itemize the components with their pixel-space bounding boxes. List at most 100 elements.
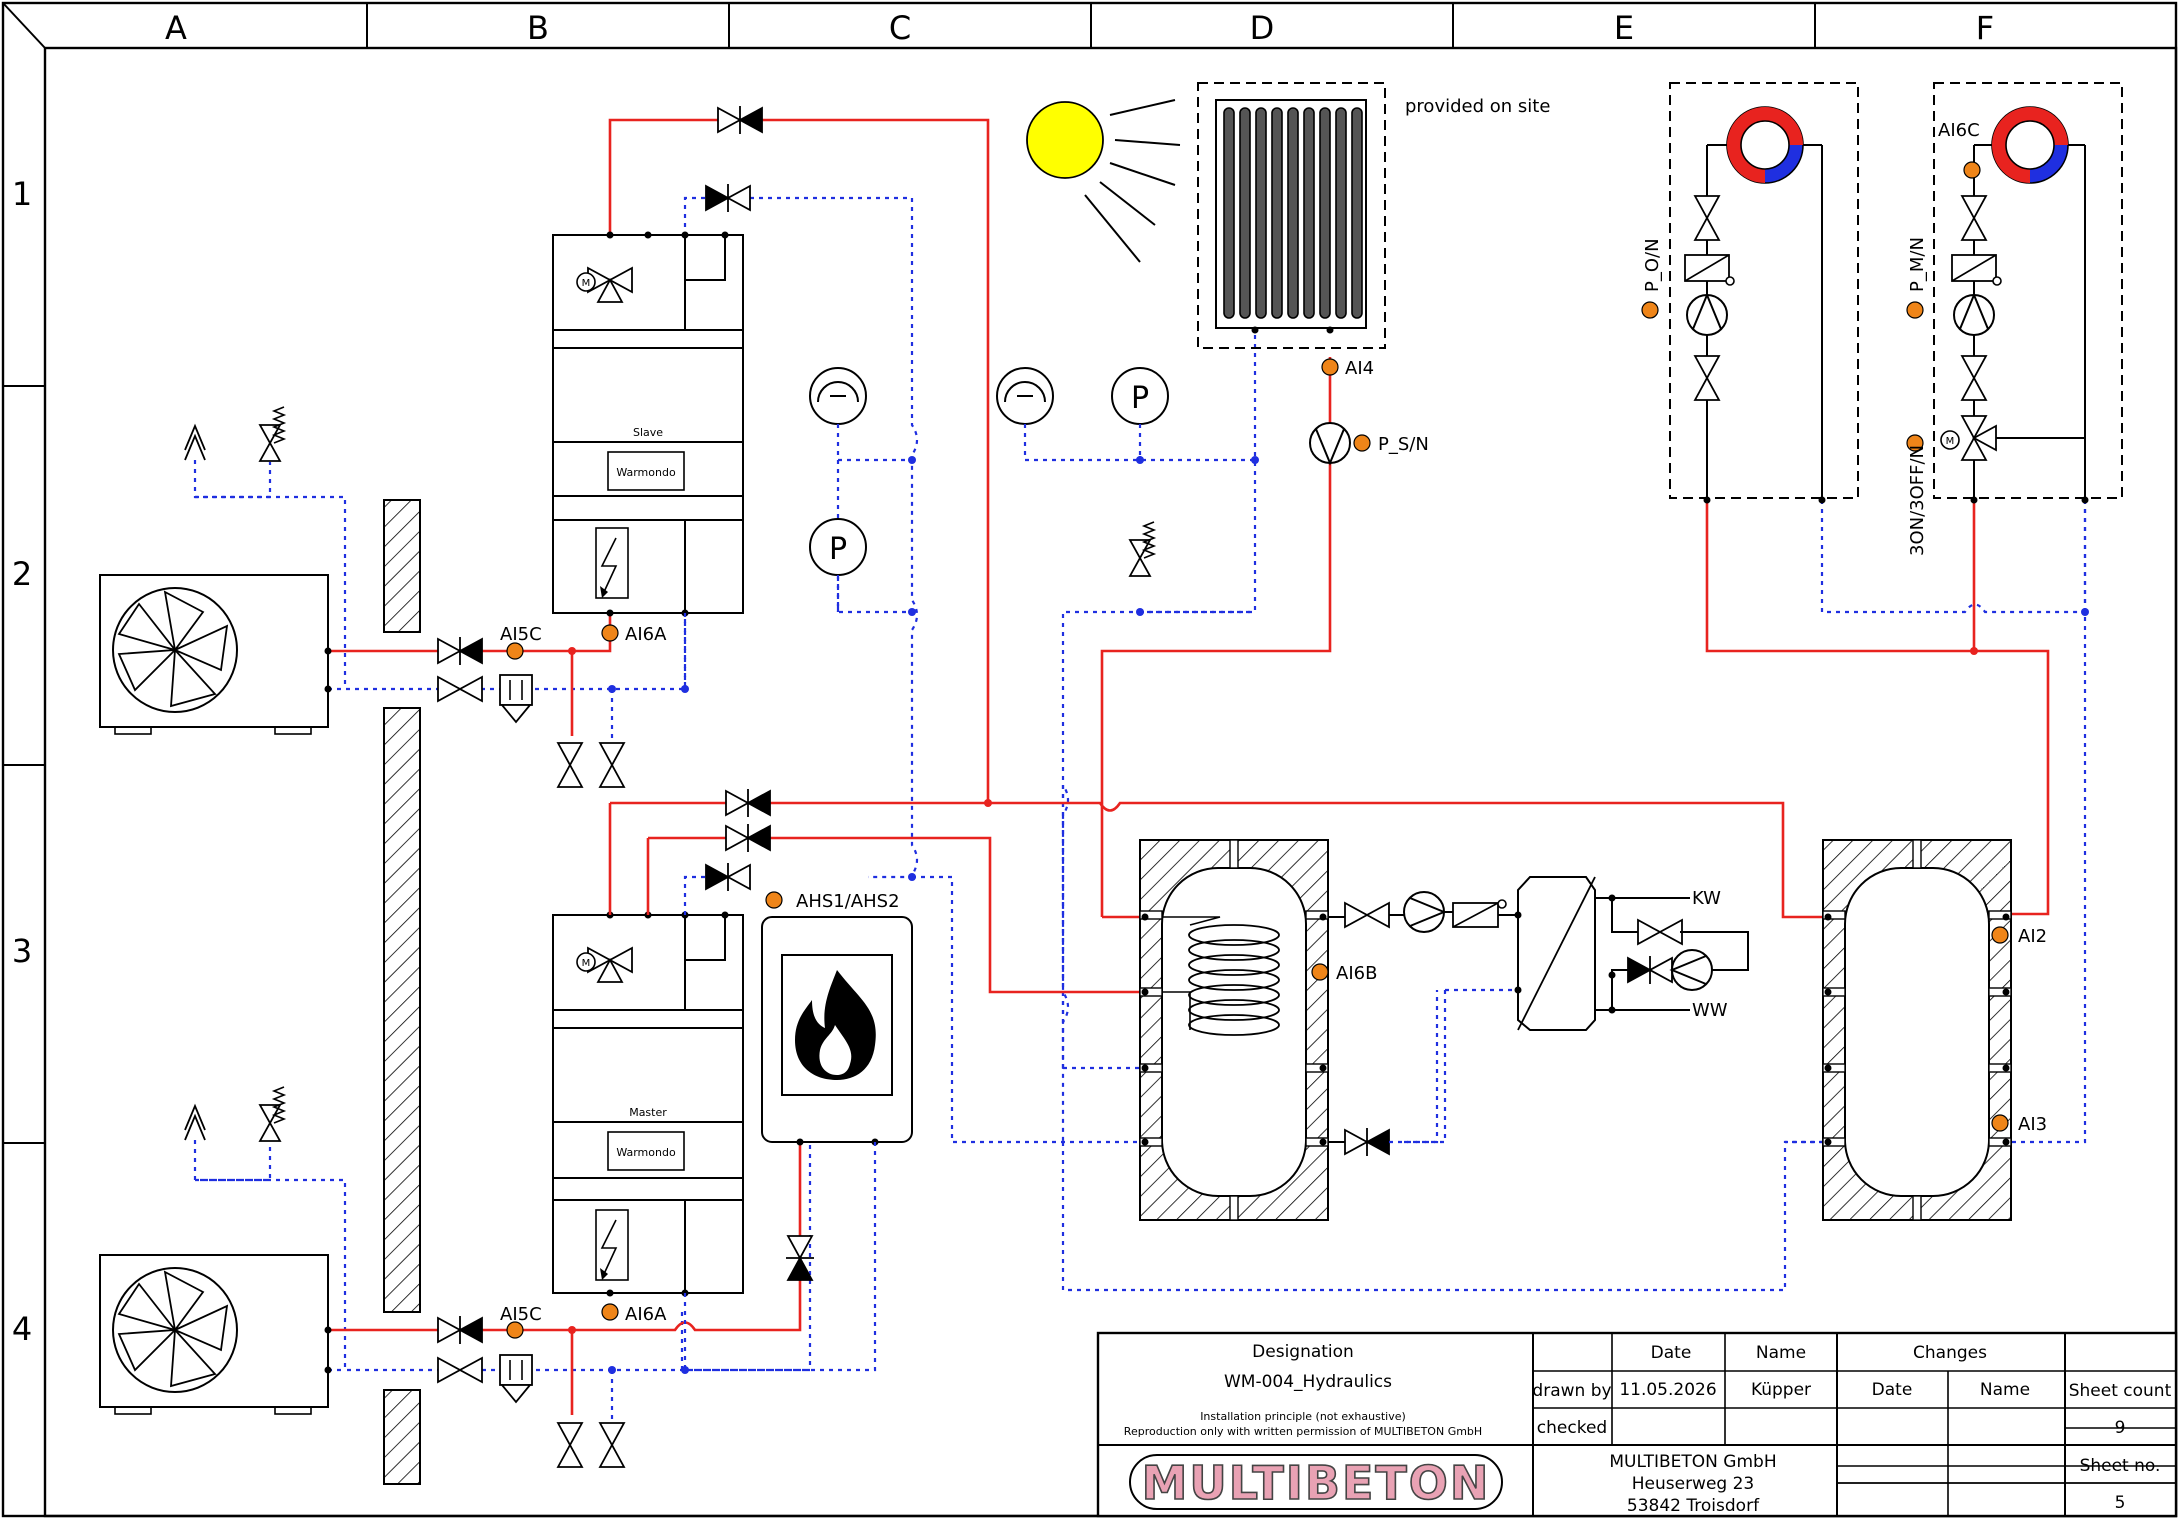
sensor-ai2 <box>1991 926 2009 944</box>
pressure-gauge-label: P <box>829 532 847 567</box>
drain-valve-icon <box>557 1422 583 1468</box>
label-ai6b: AI6B <box>1336 963 1377 984</box>
drain-valve-icon <box>599 742 625 788</box>
grid-column-e: E <box>1614 9 1634 47</box>
thermometer-gauge-icon <box>809 367 867 425</box>
circulation-pump-icon <box>1671 949 1713 991</box>
safety-valve-icon <box>1129 521 1155 577</box>
company-street: Heuserweg 23 <box>1632 1474 1755 1494</box>
drain-valve-icon <box>599 1422 625 1468</box>
name-header: Name <box>1756 1343 1806 1363</box>
label-ahs: AHS1/AHS2 <box>796 891 900 912</box>
label-ai5c-top: AI5C <box>500 624 542 645</box>
svg-text:MULTIBETON: MULTIBETON <box>1142 1456 1491 1510</box>
ball-valve-icon <box>1344 902 1390 928</box>
provided-on-site-label: provided on site <box>1405 96 1550 117</box>
company-name: MULTIBETON GmbH <box>1609 1452 1776 1472</box>
supply-pipes <box>328 118 2050 1415</box>
grid-row-3: 3 <box>12 932 32 970</box>
grid-column-d: D <box>1250 9 1275 47</box>
ball-valve-icon <box>1637 919 1683 945</box>
sensor-p-sn <box>1353 434 1371 452</box>
ball-valve-icon <box>437 1357 483 1383</box>
pressure-gauge-label: P <box>1131 381 1149 416</box>
sensor-ai5c-top <box>506 642 524 660</box>
date-header: Date <box>1651 1343 1692 1363</box>
drawn-name: Küpper <box>1751 1380 1811 1400</box>
grid-column-f: F <box>1976 9 1994 47</box>
fresh-water-station <box>1514 876 1616 1031</box>
drawn-by-label: drawn by <box>1532 1381 1611 1401</box>
filter-icon <box>499 1354 533 1404</box>
sheet-count-value: 9 <box>2115 1418 2126 1438</box>
grid-column-c: C <box>889 9 911 47</box>
label-p-mn: P_M/N <box>1907 237 1928 292</box>
dhw-storage-tank <box>1139 839 1329 1221</box>
buffer-tank <box>1822 839 2012 1221</box>
building-wall <box>383 499 421 1485</box>
label-on-off: 3ON/3OFF/N <box>1907 445 1928 556</box>
warmondo-label: Warmondo <box>616 466 676 479</box>
drain-valve-icon <box>557 742 583 788</box>
sensor-ai6b <box>1311 963 1329 981</box>
label-ai2: AI2 <box>2018 926 2047 947</box>
sensor-ai6a-top <box>601 624 619 642</box>
designation-value: WM-004_Hydraulics <box>1224 1372 1392 1392</box>
grid-row-1: 1 <box>12 175 32 213</box>
sensor-on-off <box>1906 434 1924 452</box>
label-p-on: P_O/N <box>1642 238 1663 292</box>
heating-circuit-1 <box>1669 82 1859 504</box>
sensor-ai4 <box>1321 358 1339 376</box>
check-valve-icon <box>725 788 771 818</box>
sensor-ai6c <box>1963 161 1981 179</box>
check-valve-icon <box>1627 955 1673 985</box>
sheet-count-label: Sheet count <box>2069 1381 2172 1401</box>
indoor-unit-master: M <box>552 911 744 1297</box>
company-city: 53842 Troisdorf <box>1627 1496 1760 1516</box>
sheet-no-value: 5 <box>2115 1493 2126 1513</box>
solar-pump-icon <box>1309 422 1351 464</box>
sensor-ai3 <box>1991 1114 2009 1132</box>
label-ai6a-bottom: AI6A <box>625 1304 667 1325</box>
sensor-ai5c-bottom <box>506 1321 524 1339</box>
label-ai3: AI3 <box>2018 1114 2047 1135</box>
indoor-unit-slave: M <box>552 231 744 617</box>
check-valve-icon <box>705 183 751 213</box>
warmondo-label: Warmondo <box>616 1146 676 1159</box>
check-valve-icon <box>705 862 751 892</box>
sensor-p-mn <box>1906 301 1924 319</box>
label-ai6a-top: AI6A <box>625 624 667 645</box>
grid-row-2: 2 <box>12 555 32 593</box>
thermometer-gauge-icon <box>996 367 1054 425</box>
check-valve-icon <box>437 636 483 666</box>
svg-text:M: M <box>582 958 591 969</box>
checked-label: checked <box>1537 1418 1607 1438</box>
multibeton-logo: MULTIBETON <box>1129 1454 1503 1511</box>
label-ai5c-bottom: AI5C <box>500 1304 542 1325</box>
svg-text:M: M <box>582 278 591 289</box>
grid-row-4: 4 <box>12 1310 32 1348</box>
master-label: Master <box>629 1106 667 1119</box>
label-ai4: AI4 <box>1345 358 1374 379</box>
designation-label: Designation <box>1252 1342 1354 1362</box>
note-line-1: Installation principle (not exhaustive) <box>1200 1410 1406 1423</box>
changes-date-header: Date <box>1872 1380 1913 1400</box>
label-ai6c: AI6C <box>1938 120 1980 141</box>
grid-column-b: B <box>527 9 549 47</box>
slave-label: Slave <box>633 426 663 439</box>
note-line-2: Reproduction only with written permissio… <box>1124 1425 1482 1438</box>
check-valve-icon <box>437 1315 483 1345</box>
outdoor-unit-bottom <box>99 1254 332 1415</box>
grid-column-a: A <box>165 9 187 47</box>
safety-valve-icon <box>259 1086 285 1142</box>
changes-name-header: Name <box>1980 1380 2030 1400</box>
check-valve-icon <box>717 105 763 135</box>
sheet-no-label: Sheet no. <box>2080 1456 2161 1476</box>
sensor-ai6a-bottom <box>601 1303 619 1321</box>
safety-valve-icon <box>259 406 285 462</box>
vent-icon <box>184 425 206 461</box>
heating-circuit-2: M <box>1933 82 2123 504</box>
auxiliary-heater <box>761 916 913 1146</box>
circulation-pump-icon <box>1403 891 1445 933</box>
